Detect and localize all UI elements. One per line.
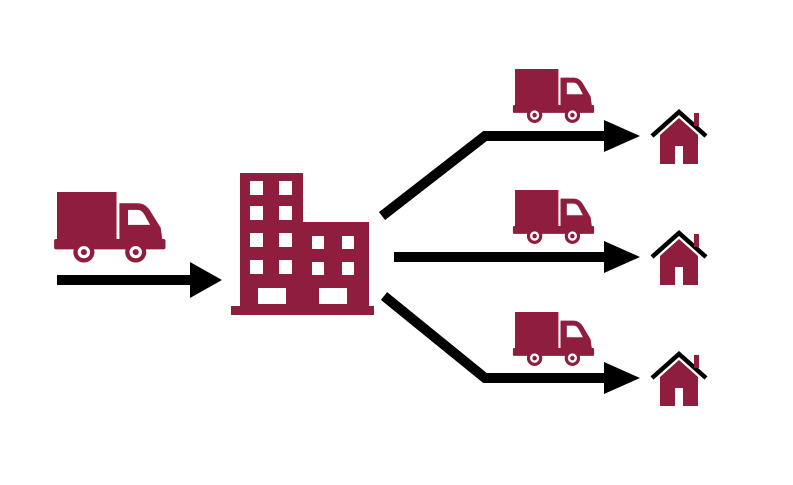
outbound-arrow-bottom (380, 292, 640, 394)
outbound-arrow-middle (394, 241, 640, 273)
delivery-truck-icon-middle (512, 190, 595, 244)
house-icon-top (652, 112, 706, 164)
delivery-truck-icon-bottom (512, 312, 595, 366)
house-icon-bottom (652, 354, 706, 406)
warehouse-building-icon (231, 173, 374, 315)
source-truck-icon (54, 192, 166, 263)
inbound-arrow (57, 262, 222, 298)
delivery-truck-icon-top (512, 69, 595, 123)
outbound-arrow-top (378, 120, 640, 220)
house-icon-middle (652, 233, 706, 285)
